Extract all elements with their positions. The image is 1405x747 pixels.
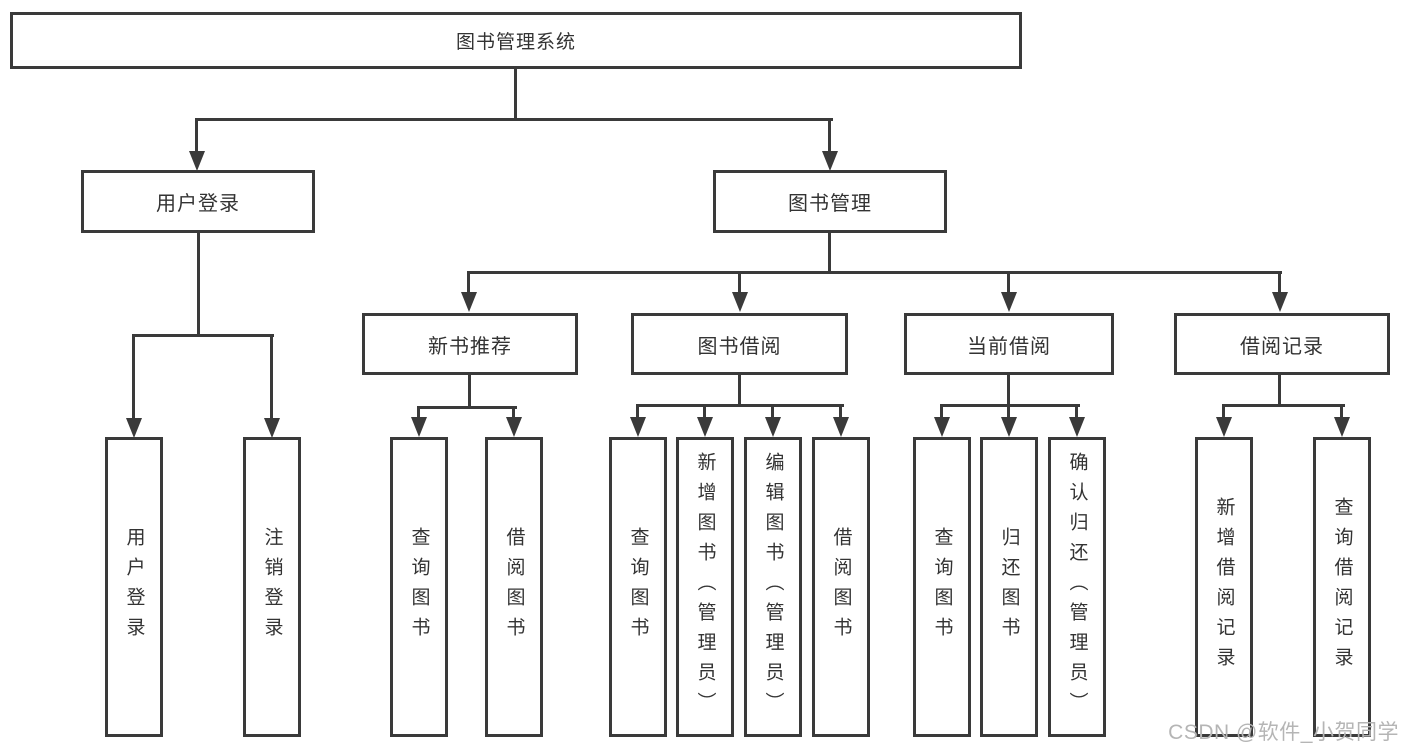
connector-line [940, 404, 1080, 407]
node-leaf-edit-book-admin-label: 编辑图书（管理员） [762, 452, 784, 722]
connector-line [195, 118, 833, 121]
connector-line [270, 334, 273, 419]
node-borrow-records-label: 借阅记录 [1240, 335, 1324, 358]
node-book-borrow-label: 图书借阅 [697, 335, 782, 358]
connector-line [828, 118, 831, 152]
arrow-down-icon [833, 417, 849, 437]
node-leaf-confirm-return-admin-label: 确认归还（管理员） [1066, 452, 1088, 722]
connector-line [1278, 271, 1281, 295]
arrow-down-icon [1334, 417, 1350, 437]
arrow-down-icon [1272, 292, 1288, 312]
arrow-down-icon [189, 151, 205, 171]
connector-line [417, 406, 420, 420]
node-leaf-user-login-label: 用户登录 [123, 527, 145, 647]
arrow-down-icon [411, 417, 427, 437]
node-user-login-branch: 用户登录 [81, 170, 315, 233]
connector-line [514, 68, 517, 120]
node-new-book-recommend: 新书推荐 [362, 313, 578, 375]
node-leaf-return-book: 归还图书 [980, 437, 1038, 737]
connector-line [636, 404, 844, 407]
node-leaf-borrow-book: 借阅图书 [812, 437, 870, 737]
arrow-down-icon [934, 417, 950, 437]
connector-line [467, 271, 1282, 274]
connector-line [1278, 374, 1281, 407]
node-leaf-logout: 注销登录 [243, 437, 301, 737]
connector-line [771, 404, 774, 419]
arrow-down-icon [506, 417, 522, 437]
arrow-down-icon [126, 418, 142, 438]
connector-line [132, 334, 135, 419]
arrow-down-icon [697, 417, 713, 437]
connector-line [197, 232, 200, 337]
arrow-down-icon [1001, 292, 1017, 312]
connector-line [132, 334, 274, 337]
node-leaf-recommend-borrow-book: 借阅图书 [485, 437, 543, 737]
node-leaf-add-book-admin: 新增图书（管理员） [676, 437, 734, 737]
connector-line [828, 232, 831, 274]
connector-line [1007, 271, 1010, 295]
node-leaf-borrow-query-book-label: 查询图书 [627, 527, 649, 647]
arrow-down-icon [1069, 417, 1085, 437]
arrow-down-icon [461, 292, 477, 312]
node-leaf-query-borrow-record: 查询借阅记录 [1313, 437, 1371, 737]
connector-line [940, 404, 943, 419]
connector-line [467, 271, 470, 295]
node-leaf-return-book-label: 归还图书 [998, 527, 1020, 647]
connector-line [738, 271, 741, 295]
arrow-down-icon [1001, 417, 1017, 437]
node-current-borrow-label: 当前借阅 [967, 335, 1051, 358]
arrow-down-icon [765, 417, 781, 437]
node-book-management-branch-label: 图书管理 [788, 193, 872, 215]
connector-line [1222, 404, 1225, 419]
node-leaf-add-borrow-record: 新增借阅记录 [1195, 437, 1253, 737]
node-leaf-borrow-book-label: 借阅图书 [830, 527, 852, 647]
node-book-management-branch: 图书管理 [713, 170, 947, 233]
node-leaf-query-borrow-record-label: 查询借阅记录 [1331, 497, 1353, 677]
arrow-down-icon [264, 418, 280, 438]
arrow-down-icon [732, 292, 748, 312]
node-leaf-recommend-query-book: 查询图书 [390, 437, 448, 737]
node-leaf-add-borrow-record-label: 新增借阅记录 [1213, 497, 1235, 677]
node-leaf-current-query-book-label: 查询图书 [931, 527, 953, 647]
node-leaf-logout-label: 注销登录 [261, 527, 283, 647]
connector-line [512, 406, 515, 420]
connector-line [636, 404, 639, 419]
node-leaf-current-query-book: 查询图书 [913, 437, 971, 737]
node-leaf-add-book-admin-label: 新增图书（管理员） [694, 452, 716, 722]
node-current-borrow: 当前借阅 [904, 313, 1114, 375]
connector-line [195, 118, 198, 152]
csdn-watermark: CSDN @软件_小贺同学 [1168, 721, 1399, 744]
node-leaf-confirm-return-admin: 确认归还（管理员） [1048, 437, 1106, 737]
connector-line [1007, 404, 1010, 419]
node-borrow-records: 借阅记录 [1174, 313, 1390, 375]
connector-line [1340, 404, 1343, 419]
connector-line [468, 374, 471, 409]
arrow-down-icon [822, 151, 838, 171]
connector-line [417, 406, 517, 409]
node-leaf-edit-book-admin: 编辑图书（管理员） [744, 437, 802, 737]
node-system-root: 图书管理系统 [10, 12, 1022, 69]
connector-line [839, 404, 842, 419]
node-system-root-label: 图书管理系统 [455, 32, 576, 53]
arrow-down-icon [630, 417, 646, 437]
connector-line [703, 404, 706, 419]
connector-line [1222, 404, 1345, 407]
node-new-book-recommend-label: 新书推荐 [428, 335, 512, 358]
connector-line [1007, 374, 1010, 407]
node-leaf-recommend-borrow-book-label: 借阅图书 [503, 527, 525, 647]
arrow-down-icon [1216, 417, 1232, 437]
connector-line [1075, 404, 1078, 419]
node-leaf-borrow-query-book: 查询图书 [609, 437, 667, 737]
connector-line [738, 374, 741, 407]
node-leaf-recommend-query-book-label: 查询图书 [408, 527, 430, 647]
node-book-borrow: 图书借阅 [631, 313, 848, 375]
node-user-login-branch-label: 用户登录 [156, 193, 240, 215]
node-leaf-user-login: 用户登录 [105, 437, 163, 737]
